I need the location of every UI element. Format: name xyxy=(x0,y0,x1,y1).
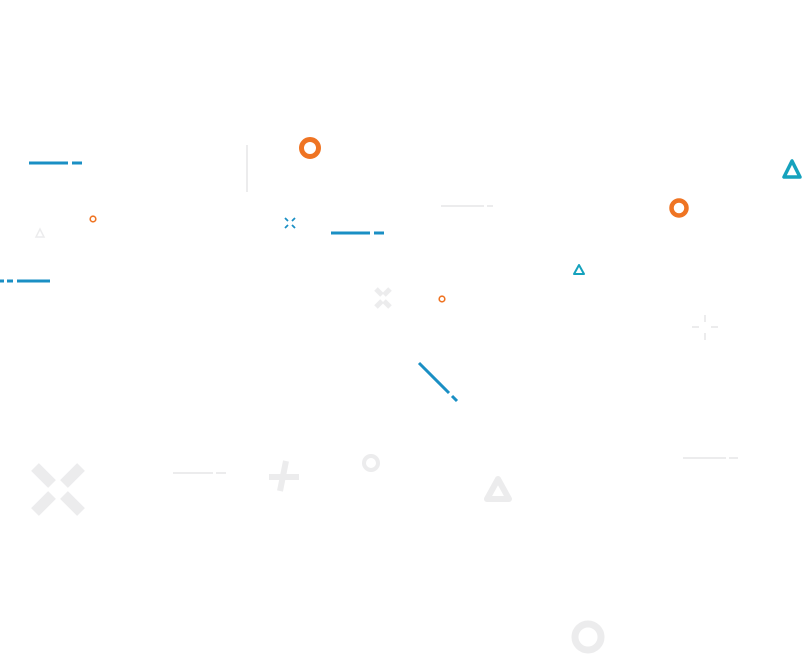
teal-triangle-small xyxy=(573,264,585,275)
faint-shapes-layer xyxy=(31,145,738,654)
faint-small-triangle xyxy=(34,227,46,238)
orange-ring-right xyxy=(669,198,689,218)
diagonal-dash-blue xyxy=(417,361,459,403)
faint-cross-small xyxy=(374,287,392,309)
orange-dot-left xyxy=(89,215,97,223)
teal-triangle-top-right xyxy=(782,159,802,179)
faint-ring-large xyxy=(571,620,605,654)
faint-cross-large xyxy=(31,463,85,516)
faint-ring-small xyxy=(362,454,380,472)
faint-plus-left xyxy=(269,460,299,492)
faint-triangle-large xyxy=(484,476,512,502)
cross-small-blue xyxy=(284,217,296,229)
orange-ring-top xyxy=(299,137,321,159)
faint-plus-right xyxy=(692,315,718,340)
orange-dot-center xyxy=(438,295,446,303)
